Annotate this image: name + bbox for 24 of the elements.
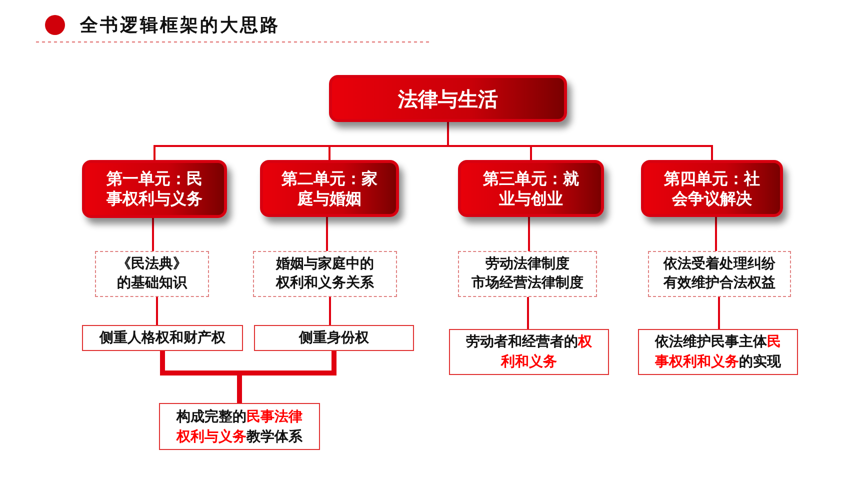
summary-box: 依法维护民事主体民事权利和义务的实现 [638,329,798,375]
unit-box: 第三单元：就业与创业 [458,160,604,217]
unit-box: 第四单元：社会争议解决 [641,160,783,217]
topic-box: 《民法典》的基础知识 [95,251,209,297]
connector-line [329,297,331,325]
connector-line [447,122,713,160]
connector-line [527,297,529,329]
summary-box: 侧重人格权和财产权 [82,325,243,351]
connector-line [156,297,158,325]
unit-box: 法律与生活 [329,75,567,122]
unit-box: 第一单元：民事权利与义务 [82,160,227,218]
topic-box: 婚姻与家庭中的权利和义务关系 [253,251,397,297]
connector-line [718,297,720,329]
connector-line [152,218,154,251]
title: 全书逻辑框架的大思路 [80,14,280,37]
connector-line [715,217,717,251]
summary-box: 侧重身份权 [254,325,414,351]
connector-line [528,217,530,251]
topic-box: 依法受着处理纠纷 有效维护合法权益 [648,251,791,297]
unit-box: 第二单元：家庭与婚姻 [260,160,399,217]
summary-box: 构成完整的民事法律权利与义务教学体系 [159,403,320,450]
connector-line [326,217,328,251]
summary-box: 劳动者和经营者的权利和义务 [449,329,609,375]
topic-box: 劳动法律制度 市场经营法律制度 [458,251,597,297]
